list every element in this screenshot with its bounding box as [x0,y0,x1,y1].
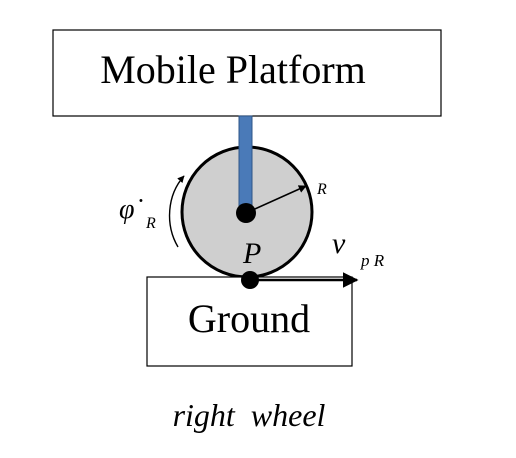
velocity-label: v [332,227,346,260]
platform-box [52,29,442,117]
phi-dot-label: φ̇ [119,194,142,225]
velocity-subscript: p R [360,251,385,270]
radius-arrow [245,185,307,214]
rotation-arrow [168,175,185,248]
point-p-label: P [242,237,261,270]
ground-box [146,276,353,367]
phi-subscript: R [145,215,156,232]
caption: right wheel [173,397,326,433]
ground-label: Ground [188,296,310,341]
platform-label: Mobile Platform [100,47,366,92]
shaft [238,115,253,215]
radius-label: R [316,181,327,198]
